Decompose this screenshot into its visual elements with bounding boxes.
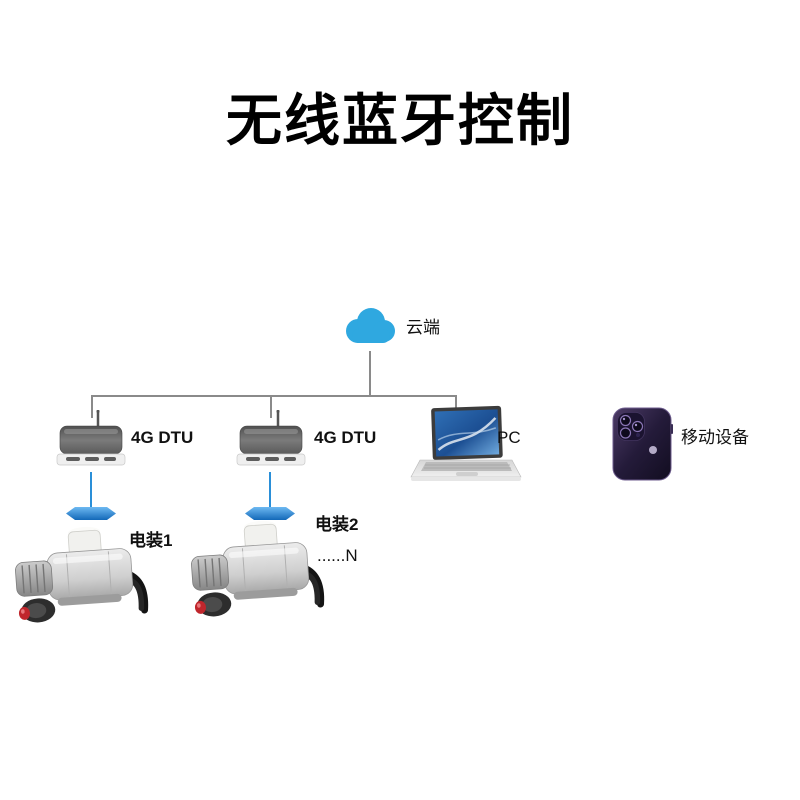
wireless-signal-1 xyxy=(66,507,116,520)
pc-label: PC xyxy=(497,428,521,447)
actuator2-icon xyxy=(186,516,338,624)
connector-cloud-down xyxy=(369,351,371,395)
dtu1-icon xyxy=(56,410,126,472)
dtu2-icon xyxy=(236,410,306,472)
actuator2-more-label: ......N xyxy=(317,546,358,565)
actuator1-label: 电装1 xyxy=(129,531,173,550)
connector-drop-dtu1 xyxy=(91,395,93,418)
wireless-link-line-1 xyxy=(90,472,92,508)
actuator1-icon xyxy=(10,522,162,630)
connector-drop-pc xyxy=(455,395,457,413)
cloud-label: 云端 xyxy=(406,318,440,337)
page-title: 无线蓝牙控制 xyxy=(226,89,574,152)
actuator2-label: 电装2 xyxy=(315,515,359,534)
connector-horizontal-bus xyxy=(91,395,457,397)
wireless-link-line-2 xyxy=(269,472,271,508)
pc-icon xyxy=(410,405,522,489)
mobile-icon xyxy=(611,406,673,482)
mobile-label: 移动设备 xyxy=(681,428,749,447)
dtu1-label: 4G DTU xyxy=(131,428,194,447)
connector-drop-dtu2 xyxy=(270,395,272,418)
cloud-icon xyxy=(341,303,399,351)
wireless-signal-2 xyxy=(245,507,295,520)
dtu2-label: 4G DTU xyxy=(314,428,377,447)
